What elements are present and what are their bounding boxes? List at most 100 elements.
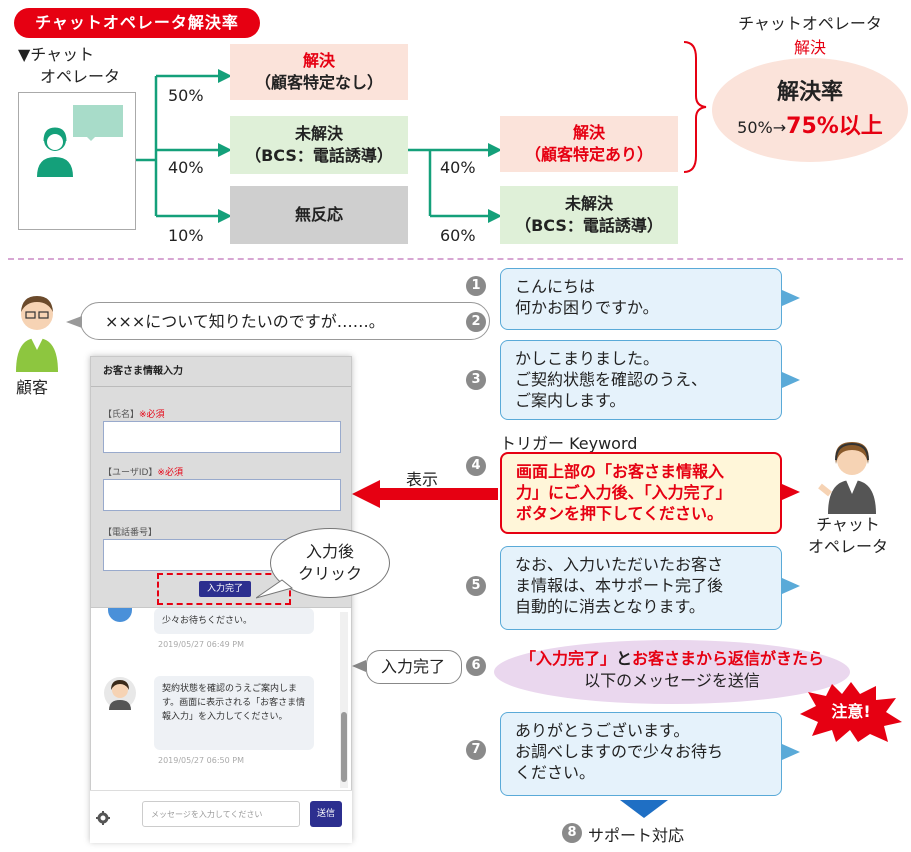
agent-avatar-partial bbox=[108, 608, 132, 622]
sub1-box: 解決 （顧客特定あり） bbox=[500, 116, 678, 172]
step-3-tail bbox=[782, 372, 800, 388]
step-7-bubble: ありがとうございます。 お調べしますので少々お待ち ください。 bbox=[500, 712, 782, 796]
step-1-bubble: こんにちは 何かお困りですか。 bbox=[500, 268, 782, 330]
name-input[interactable] bbox=[103, 421, 341, 453]
chat-operator-icon bbox=[818, 442, 876, 514]
customer-bubble-text: ×××について知りたいのですが……。 bbox=[105, 312, 385, 331]
branch2-line1: 未解決 bbox=[294, 124, 343, 143]
step-5-bubble: なお、入力いただいたお客さ ま情報は、本サポート完了後 自動的に消去となります。 bbox=[500, 546, 782, 630]
step-4-line1: 画面上部の「お客さま情報入 bbox=[516, 462, 725, 481]
step-4-tail bbox=[782, 484, 800, 500]
sub2-line1: 未解決 bbox=[564, 194, 613, 213]
phone-label: 【電話番号】 bbox=[103, 528, 158, 538]
sub2-pct: 60% bbox=[440, 226, 476, 245]
customer-icon bbox=[16, 296, 58, 372]
step-6-line2: 以下のメッセージを送信 bbox=[584, 671, 760, 690]
send-button[interactable]: 送信 bbox=[310, 801, 342, 827]
trigger-keyword-label: トリガー Keyword bbox=[500, 434, 638, 453]
section-title: チャットオペレータ解決率 bbox=[14, 8, 260, 38]
step-7-tail bbox=[782, 744, 800, 760]
step-2-number: 2 bbox=[466, 312, 486, 332]
branch1-line1: 解決 bbox=[302, 51, 335, 70]
name-required-mark: ※必須 bbox=[139, 410, 165, 420]
agent-avatar bbox=[104, 677, 136, 710]
customer-label: 顧客 bbox=[16, 378, 49, 397]
step-4-number: 4 bbox=[466, 456, 486, 476]
click-callout-tail bbox=[256, 579, 294, 599]
result-label-line1: チャットオペレータ bbox=[738, 14, 882, 33]
click-callout-line2: クリック bbox=[297, 564, 362, 583]
customer-bubble: ×××について知りたいのですが……。 bbox=[80, 302, 490, 340]
operator-label: チャット オペレータ bbox=[796, 514, 900, 558]
click-callout-line1: 入力後 bbox=[305, 542, 354, 561]
result-label-line2: 解決 bbox=[793, 38, 826, 57]
result-title: 解決率 bbox=[776, 80, 843, 105]
down-arrow-icon bbox=[620, 800, 668, 818]
branch3-pct: 10% bbox=[168, 226, 204, 245]
attention-label: 注意! bbox=[831, 702, 871, 721]
speech-bubble-icon bbox=[73, 105, 123, 137]
step-4-line3: ボタンを押下してください。 bbox=[516, 504, 724, 523]
display-arrow bbox=[352, 480, 498, 508]
sub1-line2: （顧客特定あり） bbox=[524, 145, 653, 164]
speech-bubble-tail bbox=[83, 133, 99, 141]
branch1-pct: 50% bbox=[168, 86, 204, 105]
step-1-line2: 何かお困りですか。 bbox=[515, 298, 659, 317]
branch2-box: 未解決 （BCS：電話誘導） bbox=[230, 116, 408, 174]
step-6-condition: お客さまから返信がきたら bbox=[632, 649, 825, 668]
user-id-label: 【ユーザID】※必須 bbox=[103, 465, 183, 478]
submit-button[interactable]: 入力完了 bbox=[199, 581, 251, 597]
sub1-pct: 40% bbox=[440, 158, 476, 177]
step-5-line1: なお、入力いただいたお客さ bbox=[515, 555, 724, 574]
chat-message-2: 契約状態を確認のうえご案内します。画面に表示される「お客さま情報入力」を入力して… bbox=[154, 676, 314, 750]
attention-burst-icon bbox=[800, 682, 902, 742]
branch1-box: 解決 （顧客特定なし） bbox=[230, 44, 408, 100]
step-3-line1: かしこまりました。 bbox=[515, 349, 660, 368]
step-5-tail bbox=[782, 578, 800, 594]
source-label: ▼チャット オペレータ bbox=[18, 44, 120, 88]
result-ellipse: 解決率 50%→75%以上 bbox=[712, 58, 908, 162]
flow-arrows bbox=[136, 69, 502, 223]
chat-scrollbar-thumb[interactable] bbox=[341, 712, 347, 782]
chat-input-bar: メッセージを入力してください 送信 bbox=[90, 790, 352, 843]
step-8-label: サポート対応 bbox=[588, 826, 685, 845]
source-label-line1: ▼チャット bbox=[18, 45, 95, 64]
step-5-line3: 自動的に消去となります。 bbox=[515, 597, 705, 616]
step-1-line1: こんにちは bbox=[515, 277, 596, 296]
step-6-conjunction: と bbox=[615, 649, 632, 668]
branch3-line1: 無反応 bbox=[294, 205, 343, 224]
step-8-number: 8 bbox=[562, 823, 582, 843]
user-id-input[interactable] bbox=[103, 479, 341, 511]
step-7-line2: お調べしますので少々お待ち bbox=[515, 742, 724, 761]
branch2-pct: 40% bbox=[168, 158, 204, 177]
step-7-number: 7 bbox=[466, 740, 486, 760]
name-label: 【氏名】※必須 bbox=[103, 407, 165, 420]
source-label-line2: オペレータ bbox=[40, 67, 121, 86]
step-3-line2: ご契約状態を確認のうえ、 bbox=[515, 370, 708, 389]
branch1-line2: （顧客特定なし） bbox=[254, 73, 383, 92]
operator-source-card bbox=[18, 92, 136, 230]
curly-brace bbox=[683, 41, 707, 173]
result-label: チャットオペレータ 解決 bbox=[726, 10, 894, 58]
result-to: 75%以上 bbox=[786, 114, 883, 139]
result-from: 50%→ bbox=[737, 118, 787, 137]
sub1-line1: 解決 bbox=[572, 123, 605, 142]
sub2-box: 未解決 （BCS：電話誘導） bbox=[500, 186, 678, 244]
step-3-number: 3 bbox=[466, 370, 486, 390]
operator-label-line2: オペレータ bbox=[807, 537, 888, 556]
step-6-number: 6 bbox=[466, 656, 486, 676]
step-5-number: 5 bbox=[466, 576, 486, 596]
step-5-line2: ま情報は、本サポート完了後 bbox=[515, 576, 724, 595]
section-divider bbox=[8, 258, 903, 260]
step-6-ellipse: 「入力完了」とお客さまから返信がきたら 以下のメッセージを送信 bbox=[494, 640, 850, 704]
chat-scrollbar[interactable] bbox=[340, 612, 348, 788]
step-3-bubble: かしこまりました。 ご契約状態を確認のうえ、 ご案内します。 bbox=[500, 340, 782, 420]
chat-timestamp-1: 2019/05/27 06:49 PM bbox=[158, 640, 244, 649]
sub2-line2: （BCS：電話誘導） bbox=[515, 216, 663, 235]
gear-icon[interactable] bbox=[96, 811, 110, 825]
step-1-number: 1 bbox=[466, 276, 486, 296]
chat-message-input[interactable]: メッセージを入力してください bbox=[142, 801, 300, 827]
step-7-line3: ください。 bbox=[515, 763, 596, 782]
user-id-required-mark: ※必須 bbox=[157, 468, 183, 478]
step-4-bubble: 画面上部の「お客さま情報入 力」にご入力後、「入力完了」 ボタンを押下してくださ… bbox=[500, 452, 782, 534]
